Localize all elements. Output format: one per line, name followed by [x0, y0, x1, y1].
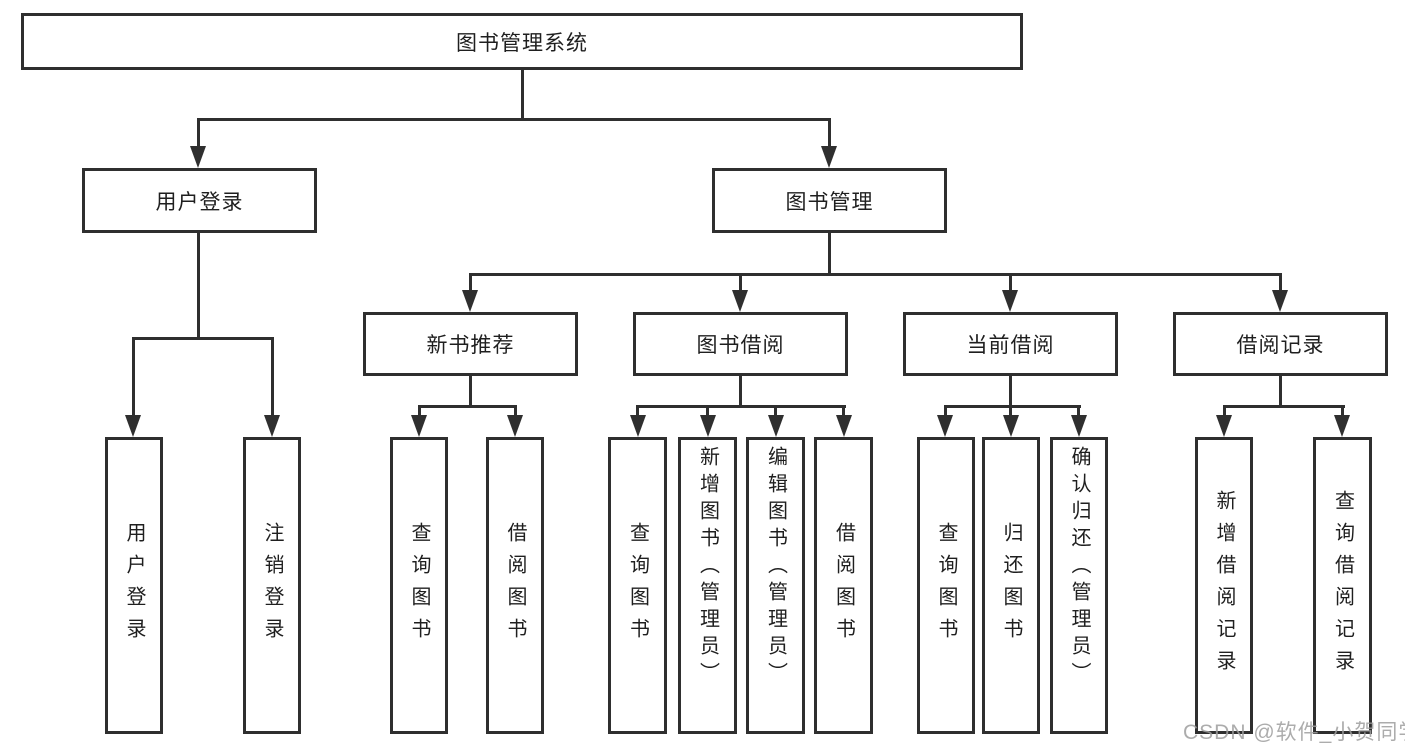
connector-line — [197, 118, 200, 147]
leaf-query-books-newbooks-label: 查询图书 — [408, 521, 430, 650]
connector-line — [1077, 405, 1080, 416]
connector-line — [271, 337, 274, 416]
leaf-query-borrow-record-label: 查询借阅记录 — [1331, 489, 1354, 682]
node-root: 图书管理系统 — [21, 13, 1023, 70]
watermark: CSDN @软件_小贺同学 — [1183, 721, 1405, 744]
leaf-borrow-books-borrow-label: 借阅图书 — [832, 521, 855, 650]
connector-line — [1223, 405, 1226, 416]
connector-line — [706, 405, 709, 416]
arrow-down-icon — [1071, 415, 1087, 437]
connector-line — [636, 405, 846, 408]
leaf-borrow-books-borrow: 借阅图书 — [814, 437, 873, 734]
connector-line — [521, 69, 524, 119]
connector-line — [1009, 273, 1012, 291]
leaf-logout: 注销登录 — [243, 437, 301, 734]
connector-line — [1223, 405, 1345, 408]
arrow-down-icon — [264, 415, 280, 437]
leaf-return-books-label: 归还图书 — [1000, 521, 1022, 650]
node-root-label: 图书管理系统 — [456, 31, 588, 55]
leaf-query-books-borrow: 查询图书 — [608, 437, 667, 734]
connector-line — [469, 273, 1282, 276]
connector-line — [739, 376, 742, 408]
leaf-confirm-return-admin-label: 确认归还（管理员） — [1068, 446, 1090, 689]
node-book-borrow-label: 图书借阅 — [696, 334, 785, 357]
leaf-logout-label: 注销登录 — [261, 521, 283, 650]
connector-line — [828, 233, 831, 276]
node-current-borrow-label: 当前借阅 — [966, 334, 1055, 357]
arrow-down-icon — [462, 290, 478, 312]
connector-line — [1009, 405, 1012, 416]
connector-line — [1009, 376, 1012, 408]
arrow-down-icon — [125, 415, 141, 437]
leaf-add-borrow-record: 新增借阅记录 — [1195, 437, 1253, 734]
arrow-down-icon — [700, 415, 716, 437]
leaf-add-book-admin-label: 新增图书（管理员） — [696, 446, 719, 689]
leaf-query-books-newbooks: 查询图书 — [390, 437, 448, 734]
arrow-down-icon — [1334, 415, 1350, 437]
leaf-borrow-books-newbooks: 借阅图书 — [486, 437, 544, 734]
arrow-down-icon — [836, 415, 852, 437]
arrow-down-icon — [411, 415, 427, 437]
arrow-down-icon — [821, 146, 837, 168]
connector-line — [197, 233, 200, 340]
arrow-down-icon — [768, 415, 784, 437]
node-book-borrow: 图书借阅 — [633, 312, 848, 376]
node-borrow-records: 借阅记录 — [1173, 312, 1388, 376]
node-new-books: 新书推荐 — [363, 312, 578, 376]
connector-line — [944, 405, 947, 416]
node-current-borrow: 当前借阅 — [903, 312, 1118, 376]
arrow-down-icon — [1272, 290, 1288, 312]
node-new-books-label: 新书推荐 — [426, 334, 515, 357]
connector-line — [1279, 376, 1282, 408]
leaf-user-login: 用户登录 — [105, 437, 163, 734]
connector-line — [944, 405, 1081, 408]
node-user-login: 用户登录 — [82, 168, 317, 233]
arrow-down-icon — [1003, 415, 1019, 437]
arrow-down-icon — [1002, 290, 1018, 312]
connector-line — [636, 405, 639, 416]
leaf-borrow-books-newbooks-label: 借阅图书 — [504, 521, 526, 650]
connector-line — [774, 405, 777, 416]
connector-line — [842, 405, 845, 416]
arrow-down-icon — [507, 415, 523, 437]
arrow-down-icon — [1216, 415, 1232, 437]
node-user-login-label: 用户登录 — [155, 190, 244, 214]
connector-line — [418, 405, 421, 416]
arrow-down-icon — [732, 290, 748, 312]
leaf-add-borrow-record-label: 新增借阅记录 — [1213, 489, 1235, 682]
connector-line — [469, 273, 472, 291]
connector-line — [514, 405, 517, 416]
leaf-query-borrow-record: 查询借阅记录 — [1313, 437, 1372, 734]
connector-line — [739, 273, 742, 291]
connector-line — [828, 118, 831, 147]
arrow-down-icon — [630, 415, 646, 437]
arrow-down-icon — [190, 146, 206, 168]
leaf-query-books-current-label: 查询图书 — [935, 521, 957, 650]
node-book-mgmt-label: 图书管理 — [785, 190, 874, 214]
leaf-return-books: 归还图书 — [982, 437, 1040, 734]
connector-line — [1279, 273, 1282, 291]
leaf-confirm-return-admin: 确认归还（管理员） — [1050, 437, 1108, 734]
leaf-edit-book-admin: 编辑图书（管理员） — [746, 437, 805, 734]
connector-line — [1341, 405, 1344, 416]
connector-line — [132, 337, 274, 340]
leaf-add-book-admin: 新增图书（管理员） — [678, 437, 737, 734]
connector-line — [197, 118, 831, 121]
arrow-down-icon — [937, 415, 953, 437]
connector-line — [418, 405, 517, 408]
connector-line — [469, 376, 472, 408]
connector-line — [132, 337, 135, 416]
leaf-query-books-current: 查询图书 — [917, 437, 975, 734]
leaf-query-books-borrow-label: 查询图书 — [626, 521, 649, 650]
leaf-edit-book-admin-label: 编辑图书（管理员） — [764, 446, 787, 689]
leaf-user-login-label: 用户登录 — [123, 521, 145, 650]
node-book-mgmt: 图书管理 — [712, 168, 947, 233]
node-borrow-records-label: 借阅记录 — [1236, 334, 1325, 357]
